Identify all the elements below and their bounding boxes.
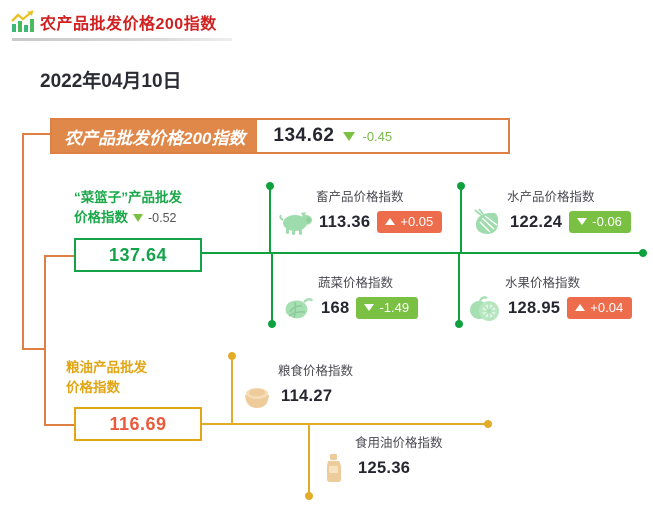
main-index-value: 134.62 <box>273 125 335 146</box>
stem-aquatic-dot <box>457 182 465 190</box>
connector-left-foot <box>22 348 46 350</box>
leaf-vegetable: 蔬菜价格指数 168 -1.49 <box>280 272 419 323</box>
gold-trunk-end-dot <box>484 420 492 428</box>
stem-vegetable-dot <box>268 320 276 328</box>
leaf-fruit: 水果价格指数 128.95 +0.04 <box>467 272 633 323</box>
connector-main-left <box>22 133 50 135</box>
header-divider <box>12 38 232 41</box>
leaf-livestock-badge: +0.05 <box>377 211 443 233</box>
shrimp-icon <box>469 207 503 237</box>
stem-grain-dot <box>228 352 236 360</box>
grainoil-branch-title-line1: 粮油产品批发 <box>66 360 147 375</box>
leaf-grain: 粮食价格指数 114.27 <box>240 360 353 411</box>
leaf-livestock-value: 113.36 <box>319 212 371 231</box>
leaf-aquatic-title: 水产品价格指数 <box>507 190 595 204</box>
stem-grain <box>231 356 233 424</box>
stem-vegetable <box>271 253 273 323</box>
cabbage-icon <box>280 293 314 323</box>
leaf-grain-title: 粮食价格指数 <box>278 364 354 378</box>
trend-up-icon <box>575 304 586 311</box>
main-index-card[interactable]: 农产品批发价格200指数 134.62 -0.45 <box>50 118 510 154</box>
leaf-fruit-title: 水果价格指数 <box>505 276 581 290</box>
basket-branch-change: -0.52 <box>148 211 177 225</box>
leaf-vegetable-badge: -1.49 <box>356 297 419 319</box>
green-trunk-end-dot <box>639 249 647 257</box>
stem-fruit-dot <box>455 320 463 328</box>
stem-edible-oil <box>308 424 310 496</box>
leaf-aquatic: 水产品价格指数 122.24 -0.06 <box>469 186 631 237</box>
leaf-vegetable-title: 蔬菜价格指数 <box>318 276 394 290</box>
stem-edible-oil-dot <box>305 492 313 500</box>
leaf-edible-oil-value: 125.36 <box>358 458 411 477</box>
stem-livestock-dot <box>266 182 274 190</box>
leaf-fruit-badge: +0.04 <box>567 297 633 319</box>
leaf-fruit-value: 128.95 <box>508 298 561 317</box>
grainoil-branch-value[interactable]: 116.69 <box>74 407 202 441</box>
grainoil-branch-title-line2: 价格指数 <box>66 380 120 395</box>
basket-branch-title-line2: 价格指数 <box>74 210 128 225</box>
pig-icon <box>278 207 312 237</box>
connector-branch-spine <box>44 255 46 426</box>
leaf-aquatic-change: -0.06 <box>592 214 622 229</box>
leaf-edible-oil-title: 食用油价格指数 <box>355 436 443 450</box>
basket-trend-down-icon <box>133 214 143 222</box>
stem-aquatic <box>460 186 462 253</box>
leaf-vegetable-value: 168 <box>321 298 350 317</box>
leaf-aquatic-badge: -0.06 <box>569 211 631 233</box>
leaf-aquatic-value: 122.24 <box>510 212 563 231</box>
trend-down-icon <box>577 218 588 225</box>
page-title: 农产品批发价格200指数 <box>40 16 217 33</box>
connector-to-basket <box>44 255 74 257</box>
basket-branch-title-line1: “菜篮子”产品批发 <box>74 190 182 205</box>
green-trunk-line <box>202 252 643 254</box>
oil-bottle-icon <box>317 453 351 483</box>
leaf-livestock-change: +0.05 <box>400 214 434 229</box>
stem-livestock <box>269 186 271 253</box>
connector-left-spine <box>22 133 24 350</box>
leaf-vegetable-change: -1.49 <box>379 300 410 315</box>
connector-to-grainoil <box>44 424 74 426</box>
rice-bowl-icon <box>240 381 274 411</box>
main-index-value-area: 134.62 -0.45 <box>257 120 508 152</box>
trend-down-icon <box>342 131 355 141</box>
grainoil-branch-title: 粮油产品批发 价格指数 <box>66 358 147 398</box>
leaf-livestock: 畜产品价格指数 113.36 +0.05 <box>278 186 443 237</box>
main-index-change: -0.45 <box>362 128 393 144</box>
leaf-edible-oil: 食用油价格指数 125.36 <box>317 432 443 483</box>
leaf-livestock-title: 畜产品价格指数 <box>316 190 404 204</box>
trend-down-icon <box>364 304 375 311</box>
basket-branch-title: “菜篮子”产品批发 价格指数 -0.52 <box>74 188 182 228</box>
main-index-label: 农产品批发价格200指数 <box>52 120 258 152</box>
leaf-fruit-change: +0.04 <box>590 300 624 315</box>
gold-trunk-line <box>202 423 488 425</box>
stem-fruit <box>458 253 460 323</box>
basket-branch-value[interactable]: 137.64 <box>74 238 202 272</box>
leaf-grain-value: 114.27 <box>281 386 333 405</box>
citrus-fruit-icon <box>467 293 501 323</box>
trend-up-icon <box>385 218 396 225</box>
page-header: 农产品批发价格200指数 <box>0 0 653 42</box>
bar-chart-trend-icon <box>10 10 36 34</box>
report-date: 2022年04月10日 <box>40 71 182 92</box>
